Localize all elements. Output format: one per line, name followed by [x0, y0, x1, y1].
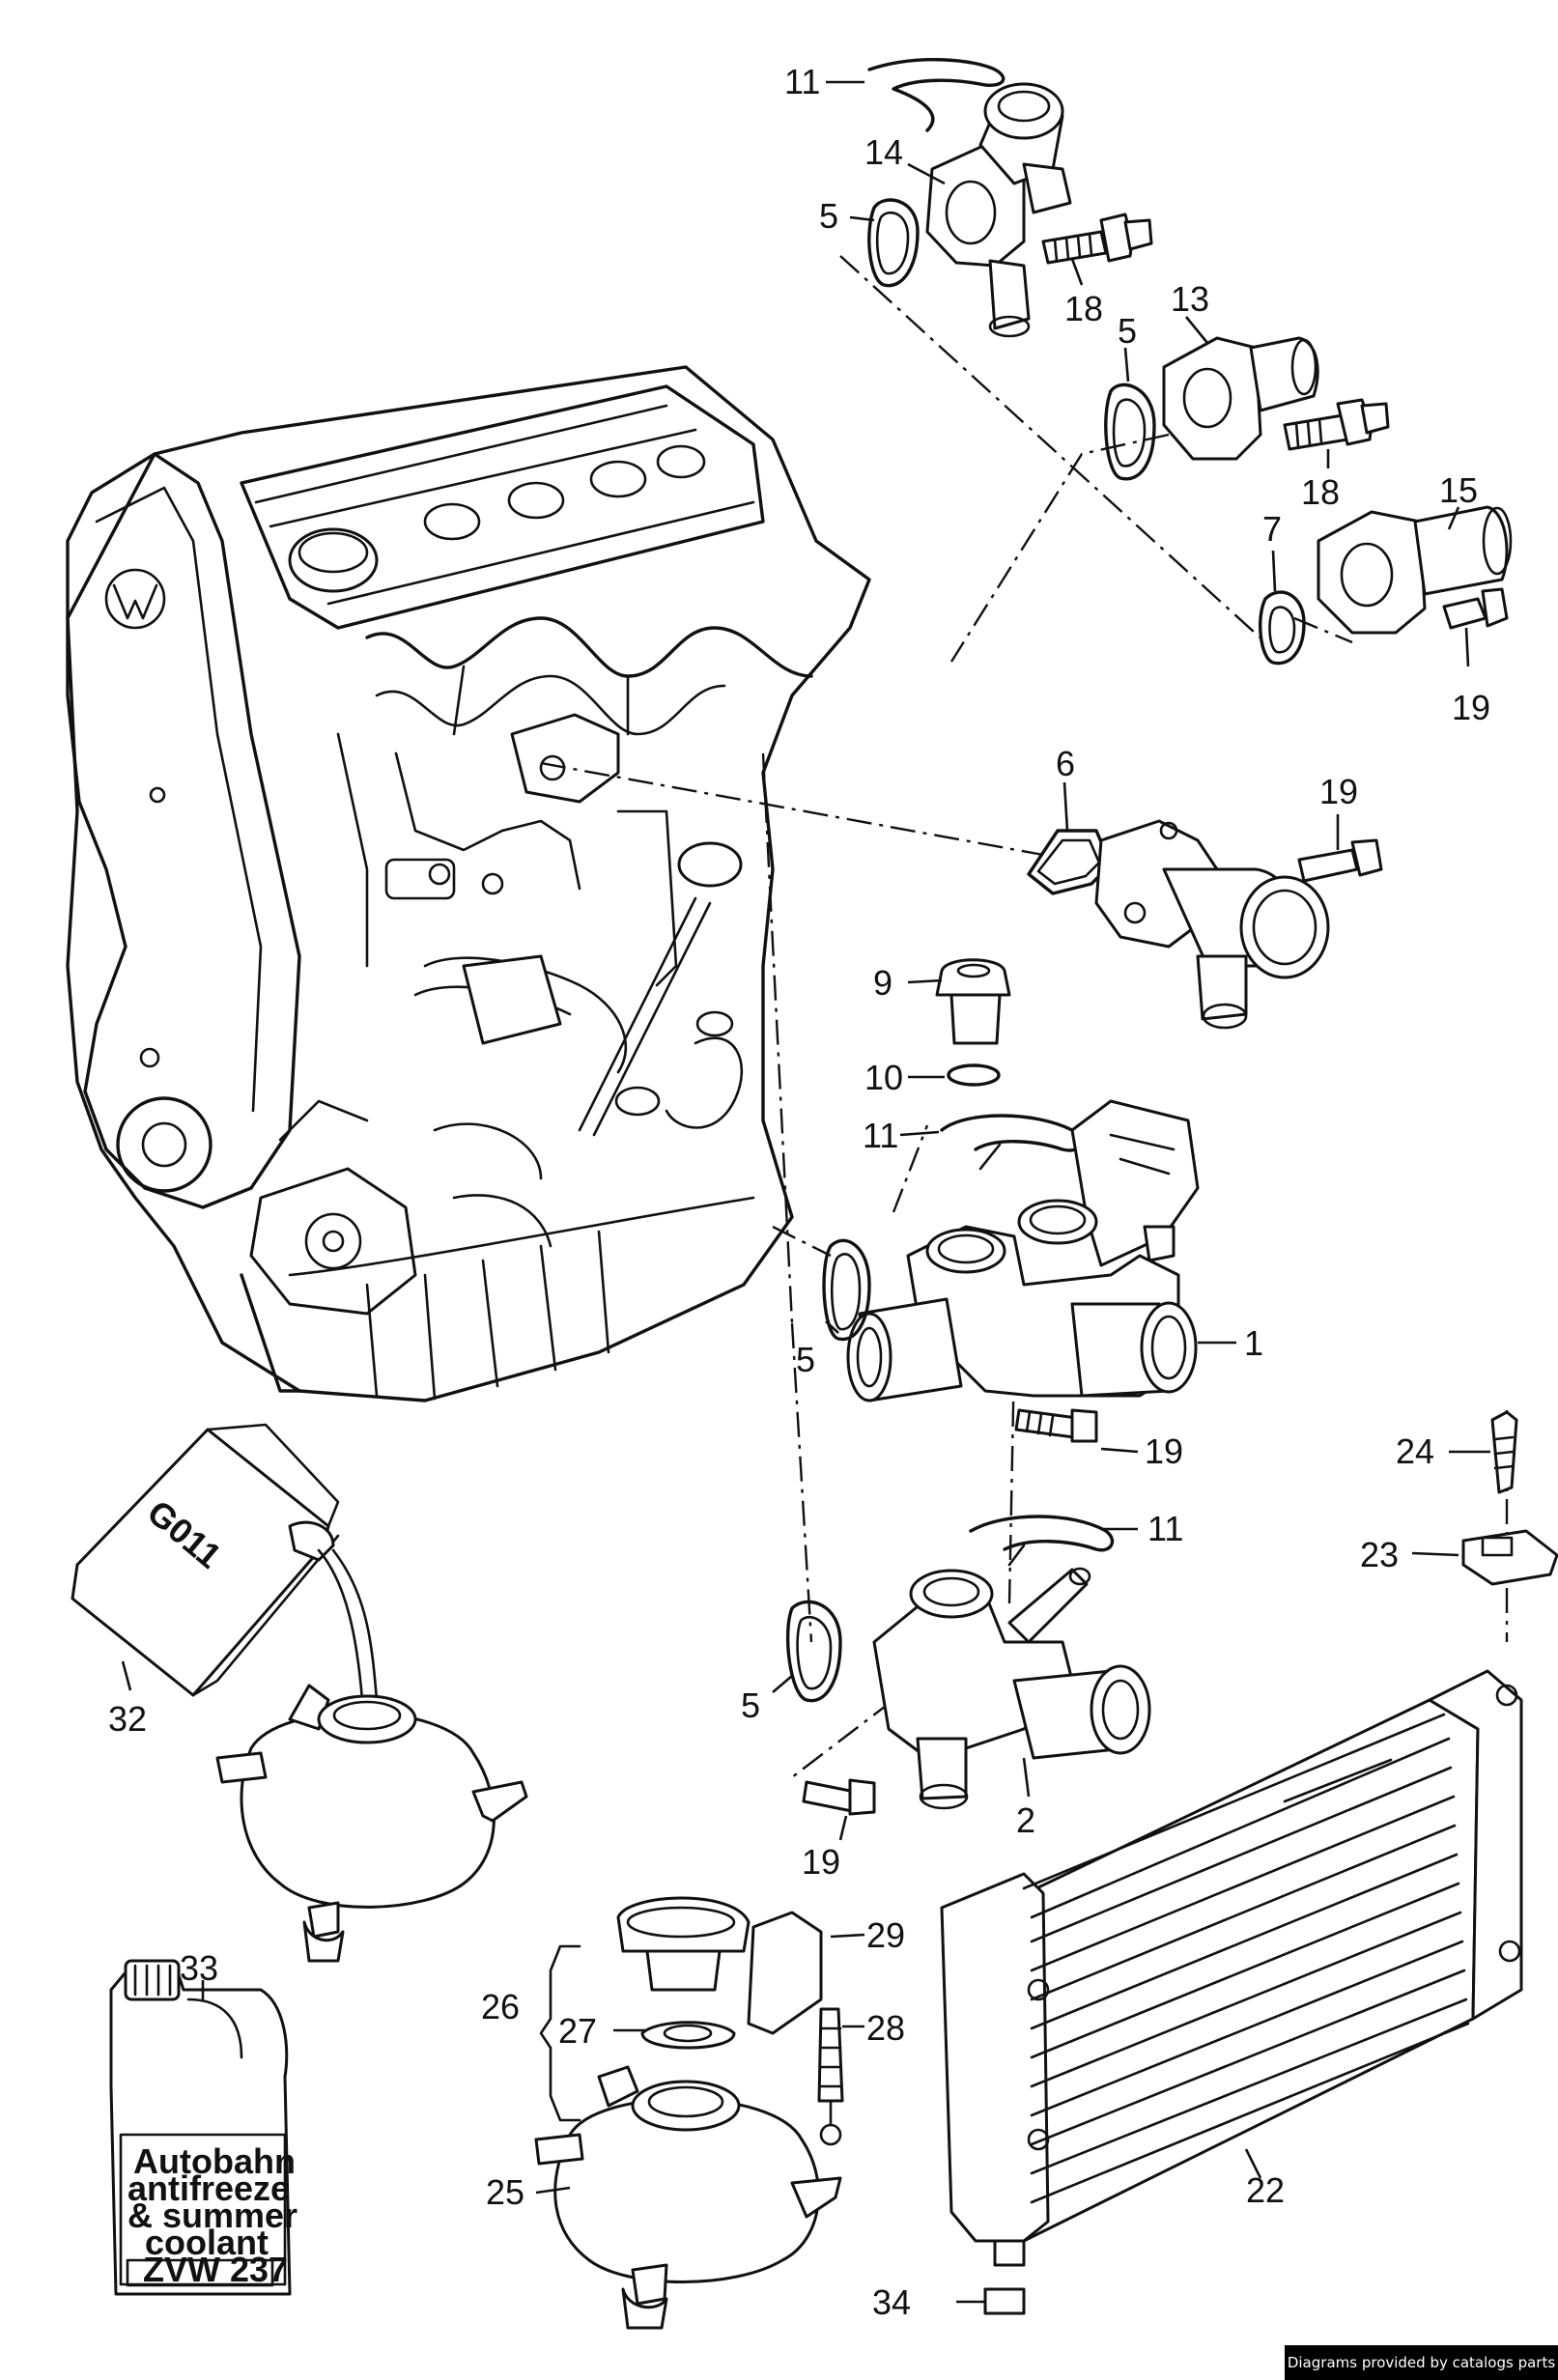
label-24: 24 [1396, 1431, 1434, 1471]
label-5-bottom: 5 [741, 1686, 760, 1725]
label-14: 14 [864, 132, 903, 172]
bottle-line-antifreeze: antifreeze [127, 2168, 290, 2208]
label-11-lower: 11 [1147, 1509, 1183, 1548]
label-19-bottom: 19 [802, 1842, 840, 1882]
label-9: 9 [873, 963, 892, 1003]
label-19-lower: 19 [1145, 1431, 1183, 1471]
label-23: 23 [1360, 1535, 1399, 1574]
label-13: 13 [1171, 279, 1209, 319]
label-11-mid: 11 [863, 1116, 898, 1155]
label-22: 22 [1246, 2170, 1285, 2210]
label-6: 6 [1056, 744, 1075, 783]
flange-assembly-top [867, 58, 1513, 666]
engine-illustration [66, 365, 871, 1402]
leader-lines [121, 80, 1490, 2304]
bottle-part-number: ZVW 237 [143, 2250, 288, 2289]
label-26: 26 [481, 1987, 520, 2026]
coolant-flange-middle [822, 819, 1383, 1443]
bottle-line-summer: & summer [127, 2196, 297, 2235]
label-19-mid: 19 [1319, 772, 1358, 811]
bottle-line-coolant: coolant [145, 2223, 269, 2262]
label-25: 25 [486, 2172, 524, 2212]
label-32: 32 [108, 1699, 147, 1739]
expansion-tank-lower [534, 1896, 844, 2330]
label-7: 7 [1262, 509, 1282, 549]
label-5-mid: 5 [1118, 311, 1137, 351]
label-34: 34 [872, 2282, 911, 2322]
coolant-bottle: Autobahn antifreeze & summer coolant ZVW… [109, 1959, 297, 2296]
label-1: 1 [1244, 1323, 1263, 1363]
label-5-top: 5 [819, 196, 838, 236]
label-29: 29 [866, 1915, 905, 1955]
label-18-mid: 18 [1301, 472, 1340, 512]
expansion-tank-upper [215, 1684, 528, 1963]
antifreeze-can: G011 [71, 1423, 379, 1702]
bottle-brand: Autobahn [133, 2141, 296, 2181]
label-11-top: 11 [784, 62, 820, 101]
label-28: 28 [866, 2008, 905, 2048]
label-15: 15 [1439, 470, 1478, 510]
coolant-flange-lower [785, 1515, 1151, 1816]
label-27: 27 [558, 2011, 597, 2051]
part-labels: 11 14 5 18 13 5 18 15 7 19 6 19 9 10 11 … [108, 62, 1490, 2322]
label-18-top: 18 [1064, 289, 1103, 328]
label-19-top: 19 [1452, 688, 1490, 727]
diagram-credit: Diagrams provided by catalogs parts [1285, 2345, 1558, 2380]
radiator [940, 1669, 1523, 2315]
temperature-switch [1461, 1410, 1558, 1586]
label-33: 33 [180, 1948, 218, 1988]
label-2: 2 [1016, 1800, 1035, 1840]
label-5-lower: 5 [796, 1340, 815, 1379]
label-10: 10 [864, 1058, 903, 1097]
